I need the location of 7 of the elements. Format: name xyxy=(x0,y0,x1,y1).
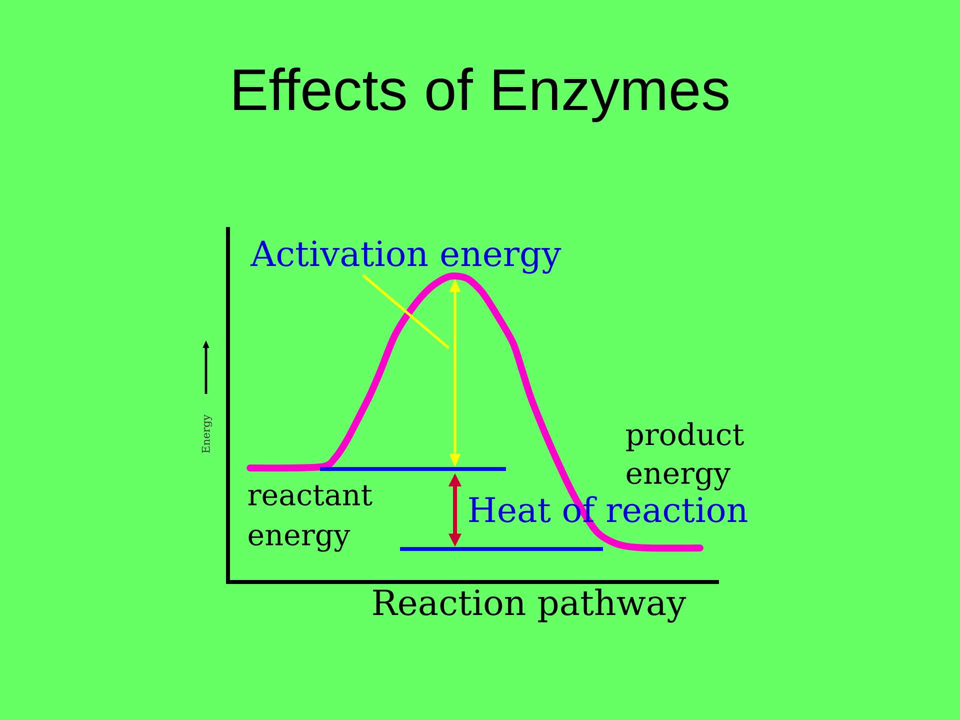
annotation-text: reactant energy xyxy=(248,485,372,552)
title: Effects of Enzymes xyxy=(234,68,728,122)
axis-label: Reaction pathway xyxy=(373,588,686,623)
annotation-text: Activation energy xyxy=(250,240,562,274)
annotation-text: product energy xyxy=(626,422,744,490)
axis-label: Energy xyxy=(202,414,212,453)
leader-line xyxy=(362,274,450,349)
